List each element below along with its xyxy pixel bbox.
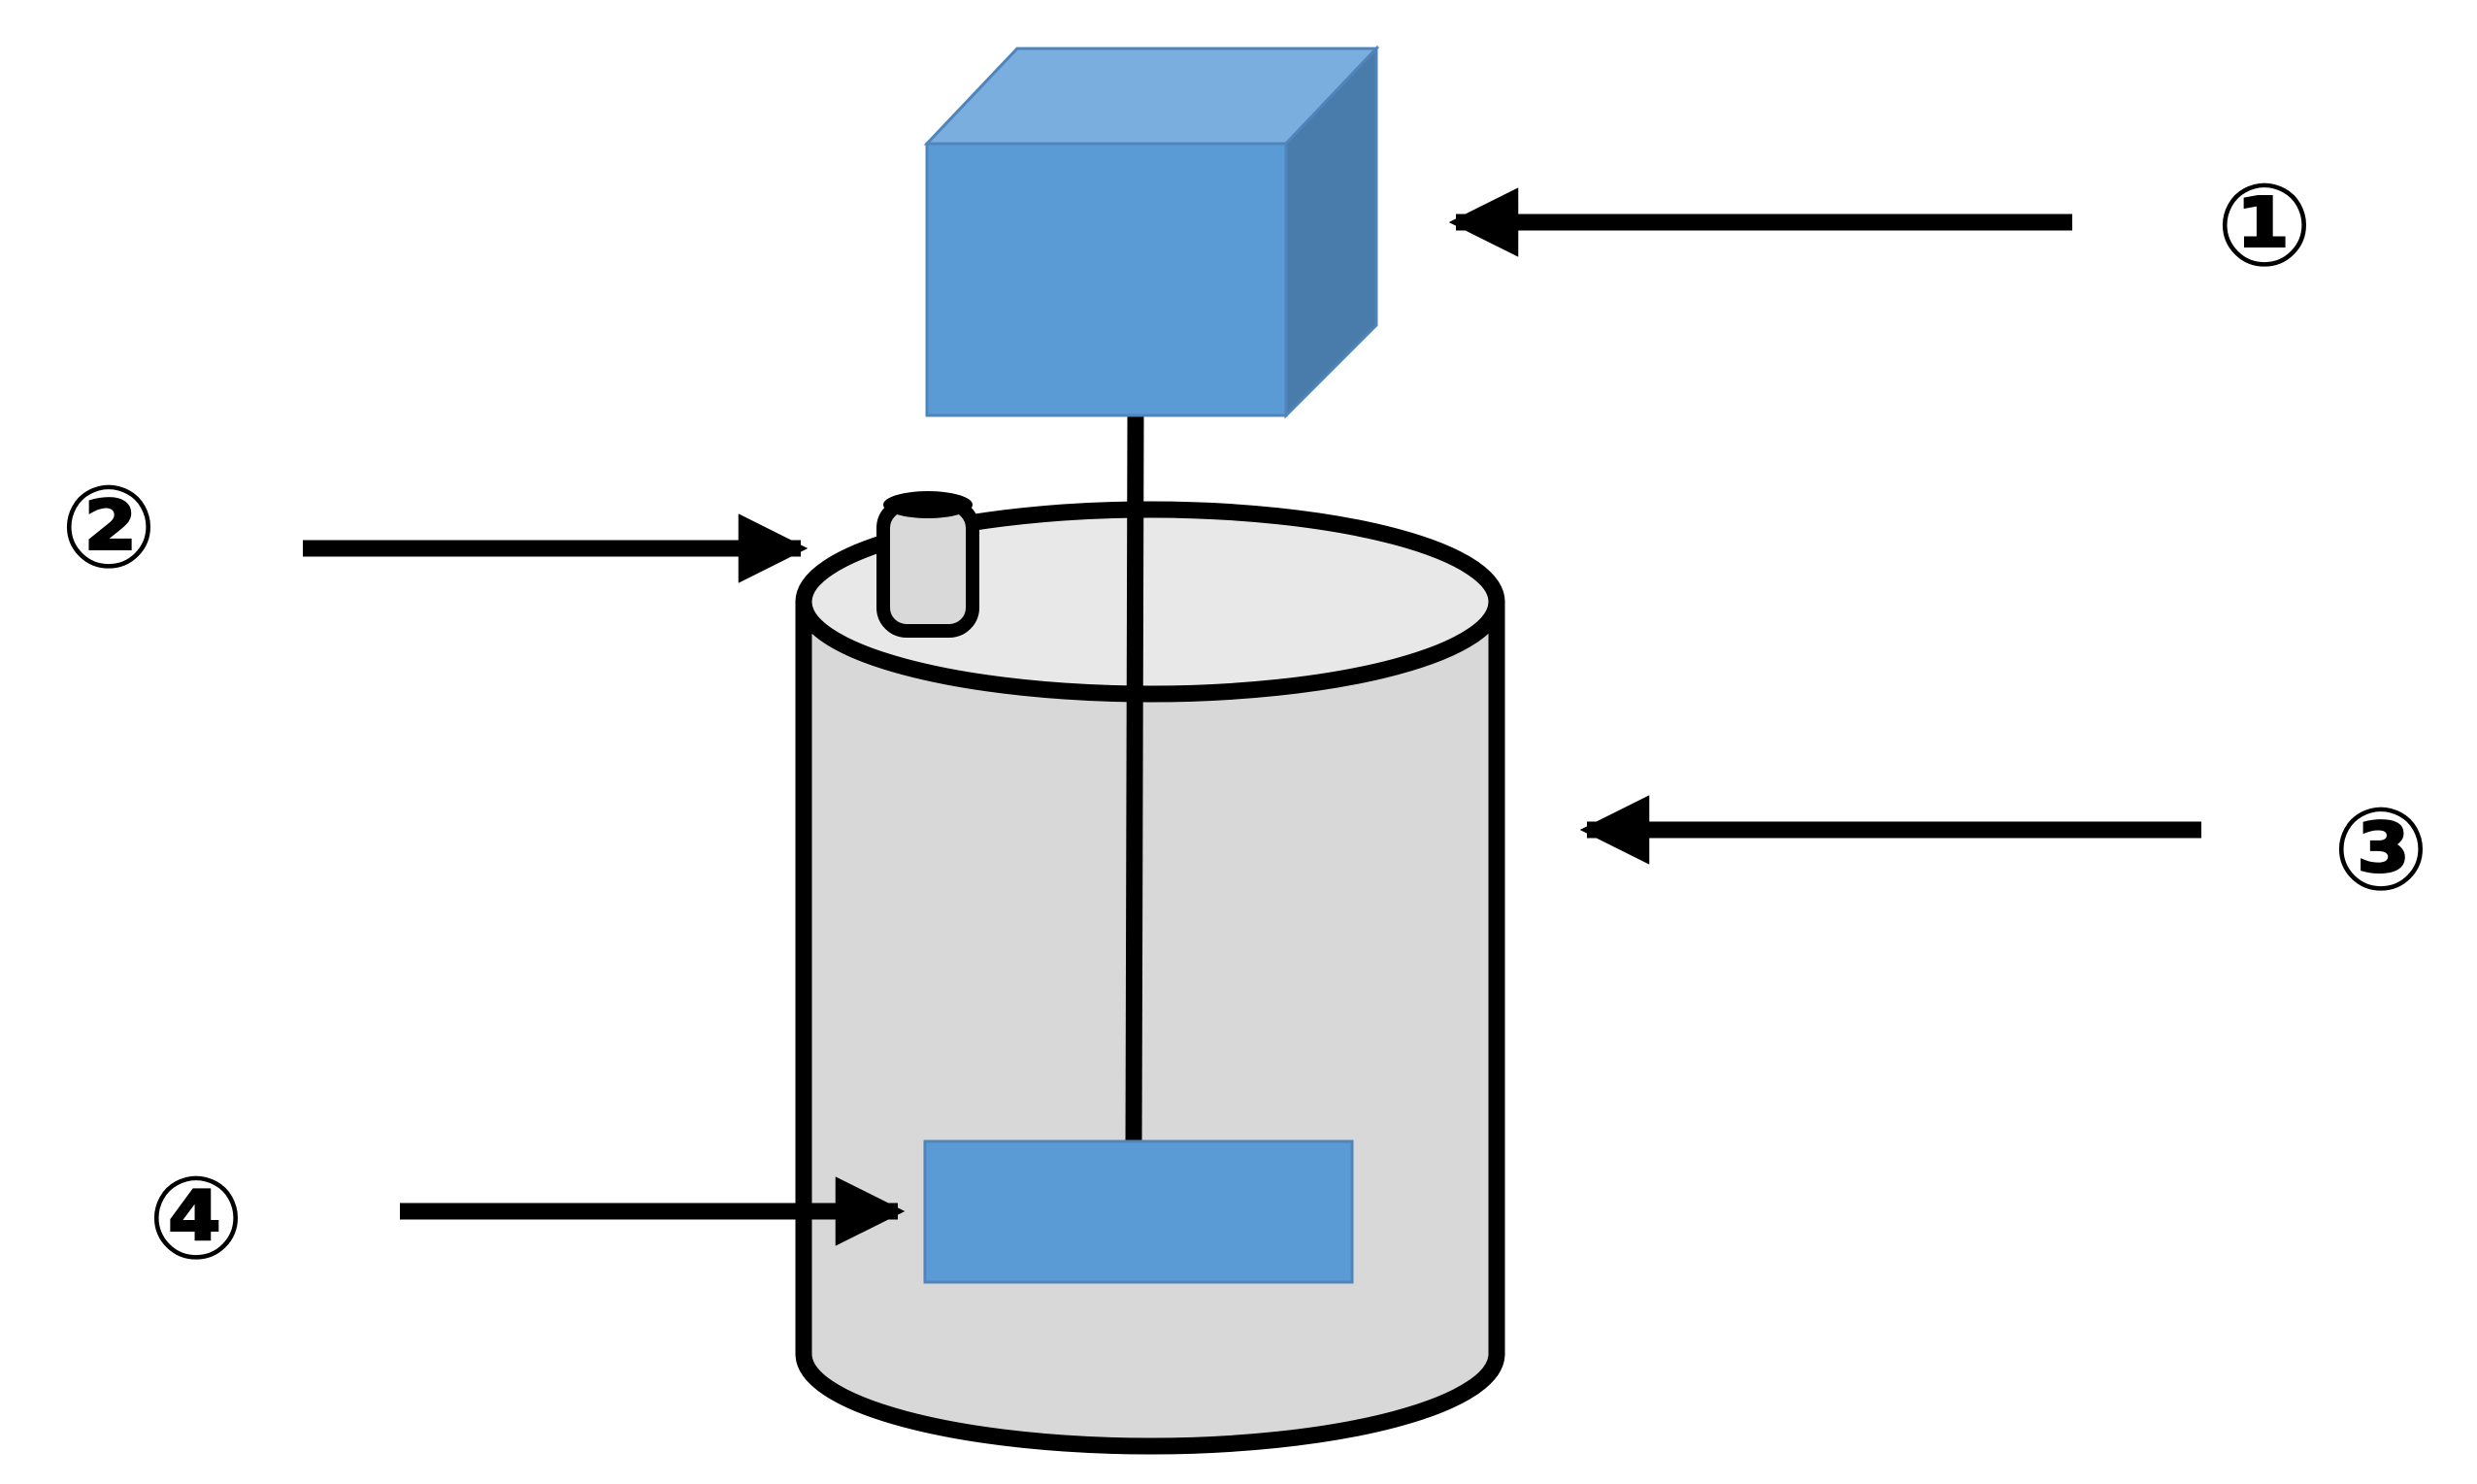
sensor-port-cap: [883, 491, 973, 518]
sensor-port-body: [876, 498, 979, 638]
sensor-port: [876, 491, 979, 638]
callout-label-2: ②: [60, 460, 157, 594]
callout-label-4: ④: [148, 1151, 245, 1285]
vessel: [795, 501, 1505, 1455]
callout-label-3: ③: [2332, 782, 2429, 916]
callout-label-1: ①: [2216, 158, 2313, 292]
motor-front-face: [925, 142, 1288, 417]
impeller: [923, 1139, 1354, 1284]
motor: [923, 45, 1380, 419]
vessel-body: [795, 593, 1505, 1455]
agitator-shaft: [1125, 412, 1144, 1144]
